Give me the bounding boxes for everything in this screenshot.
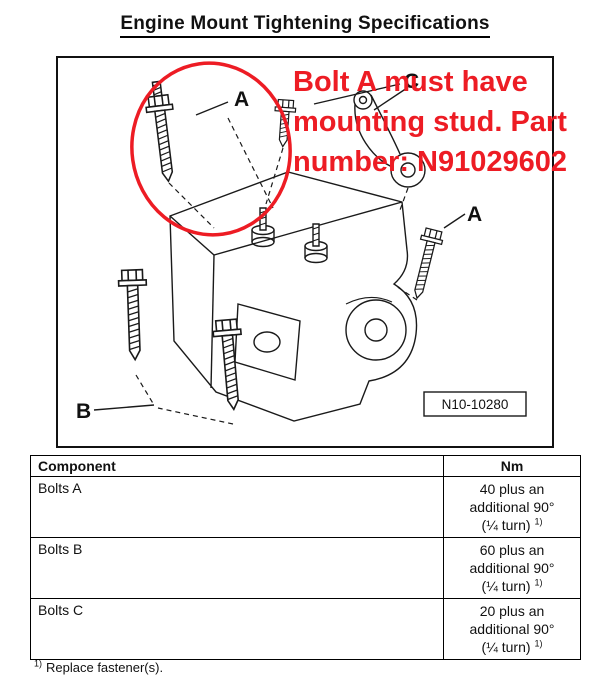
annotation-line-3: number: N91029602 bbox=[293, 146, 568, 178]
footnote-text: Replace fastener(s). bbox=[46, 660, 164, 675]
annotation-text: Bolt A must have mounting stud. Part num… bbox=[293, 62, 567, 182]
table-row-bolts-c: Bolts C 20 plus an additional 90° (¼ tur… bbox=[30, 598, 581, 660]
table-header-row: Component Nm bbox=[30, 455, 581, 477]
nm-cell: 40 plus an additional 90° (¼ turn) 1) bbox=[443, 476, 581, 538]
component-cell: Bolts A bbox=[30, 476, 444, 538]
mount-stud-2 bbox=[312, 223, 320, 247]
bracket-c bbox=[353, 90, 426, 188]
bolt-b-left bbox=[117, 268, 150, 361]
engine-mount-body bbox=[169, 171, 418, 422]
engine-mount-drawing: A C A B N10-10280 bbox=[76, 61, 527, 425]
figure-number: N10-10280 bbox=[442, 397, 509, 412]
header-nm: Nm bbox=[443, 455, 581, 477]
nm-line: (¼ turn) 1) bbox=[481, 638, 543, 655]
page-title-text: Engine Mount Tightening Specifications bbox=[120, 13, 490, 38]
engine-mount-figure: A C A B N10-10280 bbox=[56, 56, 554, 448]
nm-line: additional 90° bbox=[469, 499, 555, 515]
header-component: Component bbox=[30, 455, 444, 477]
label-a-top: A bbox=[234, 88, 249, 111]
nm-line: 40 plus an bbox=[479, 481, 545, 497]
component-cell: Bolts C bbox=[30, 598, 444, 660]
table-row-bolts-b: Bolts B 60 plus an additional 90° (¼ tur… bbox=[30, 537, 581, 599]
footnote-ref: 1) bbox=[534, 516, 543, 527]
footnote: 1)Replace fastener(s). bbox=[34, 658, 164, 675]
installation-dashed-lines bbox=[135, 117, 418, 425]
footnote-ref: 1) bbox=[534, 638, 543, 649]
bolt-a-right bbox=[405, 226, 446, 302]
table-row-bolts-a: Bolts A 40 plus an additional 90° (¼ tur… bbox=[30, 476, 581, 538]
label-a-right: A bbox=[467, 203, 482, 226]
torque-spec-table: Component Nm Bolts A 40 plus an addition… bbox=[30, 455, 581, 660]
nm-line: 20 plus an bbox=[479, 603, 545, 619]
nm-line: (¼ turn) 1) bbox=[481, 516, 543, 533]
page-title: Engine Mount Tightening Specifications bbox=[0, 13, 610, 38]
label-c: C bbox=[404, 70, 419, 93]
annotation-line-2: mounting stud. Part bbox=[293, 106, 567, 138]
nm-line: (¼ turn) 1) bbox=[481, 577, 543, 594]
nm-line: 60 plus an bbox=[479, 542, 545, 558]
annotation-line-1: Bolt A must have bbox=[293, 66, 528, 98]
nm-line: additional 90° bbox=[469, 621, 555, 637]
footnote-ref: 1) bbox=[534, 577, 543, 588]
label-b: B bbox=[76, 400, 91, 423]
nm-line: additional 90° bbox=[469, 560, 555, 576]
red-circle-annotation bbox=[130, 61, 292, 237]
nm-cell: 20 plus an additional 90° (¼ turn) 1) bbox=[443, 598, 581, 660]
callout-labels: A C A B bbox=[76, 70, 482, 423]
footnote-marker: 1) bbox=[34, 658, 43, 669]
figure-number-box: N10-10280 bbox=[423, 391, 527, 417]
component-cell: Bolts B bbox=[30, 537, 444, 599]
nm-cell: 60 plus an additional 90° (¼ turn) 1) bbox=[443, 537, 581, 599]
